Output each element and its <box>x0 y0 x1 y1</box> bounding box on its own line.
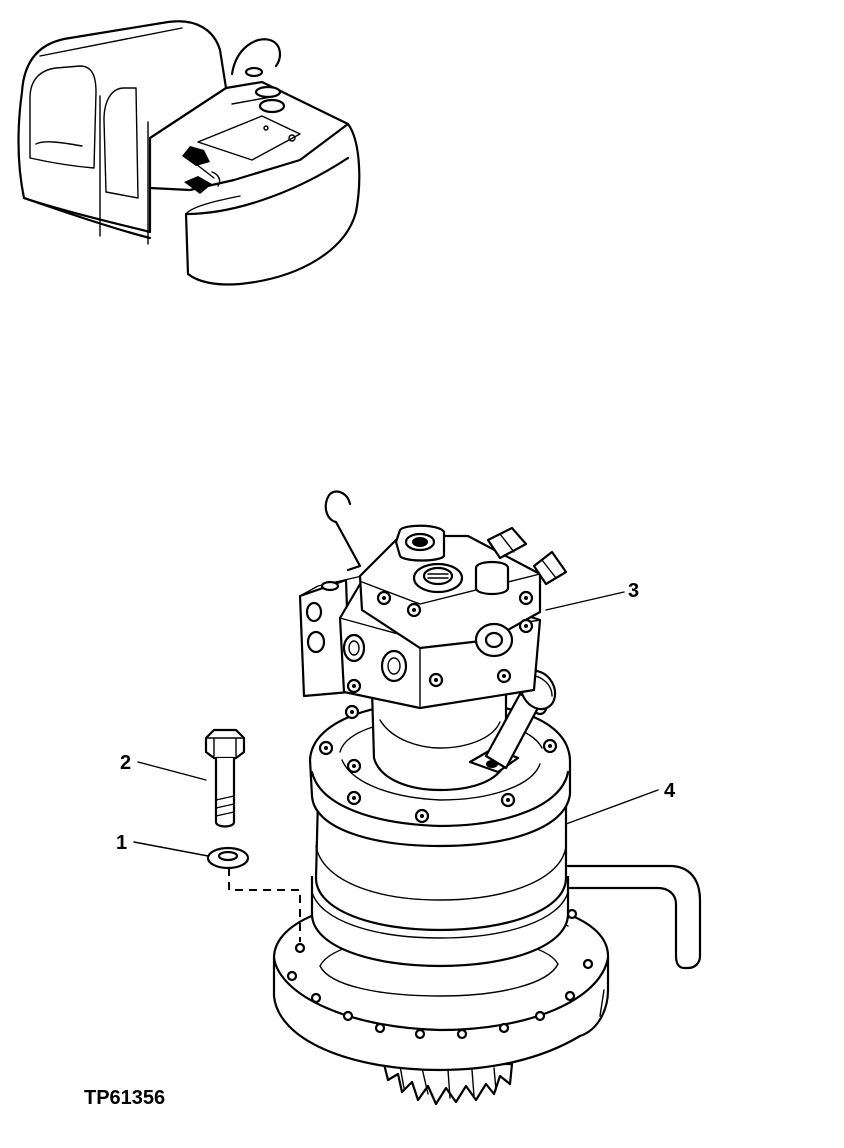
leader-line-4 <box>565 789 659 825</box>
callout-2: 2 <box>120 752 131 774</box>
callout-3: 3 <box>628 580 639 602</box>
valve-block <box>298 490 568 710</box>
figure-id: TP61356 <box>84 1087 165 1109</box>
swing-motor-assembly <box>228 490 702 1106</box>
callout-4: 4 <box>664 780 676 802</box>
pinion-gear <box>382 1062 514 1106</box>
machine-locator-illustration <box>17 20 361 286</box>
level-gauge <box>468 669 557 774</box>
callout-1: 1 <box>116 832 127 854</box>
hidden-line <box>228 868 301 942</box>
leader-line-1 <box>133 841 209 857</box>
leader-line-2 <box>137 761 207 781</box>
washer <box>206 846 250 870</box>
leader-line-3 <box>545 591 625 611</box>
cap-screw <box>204 728 246 828</box>
